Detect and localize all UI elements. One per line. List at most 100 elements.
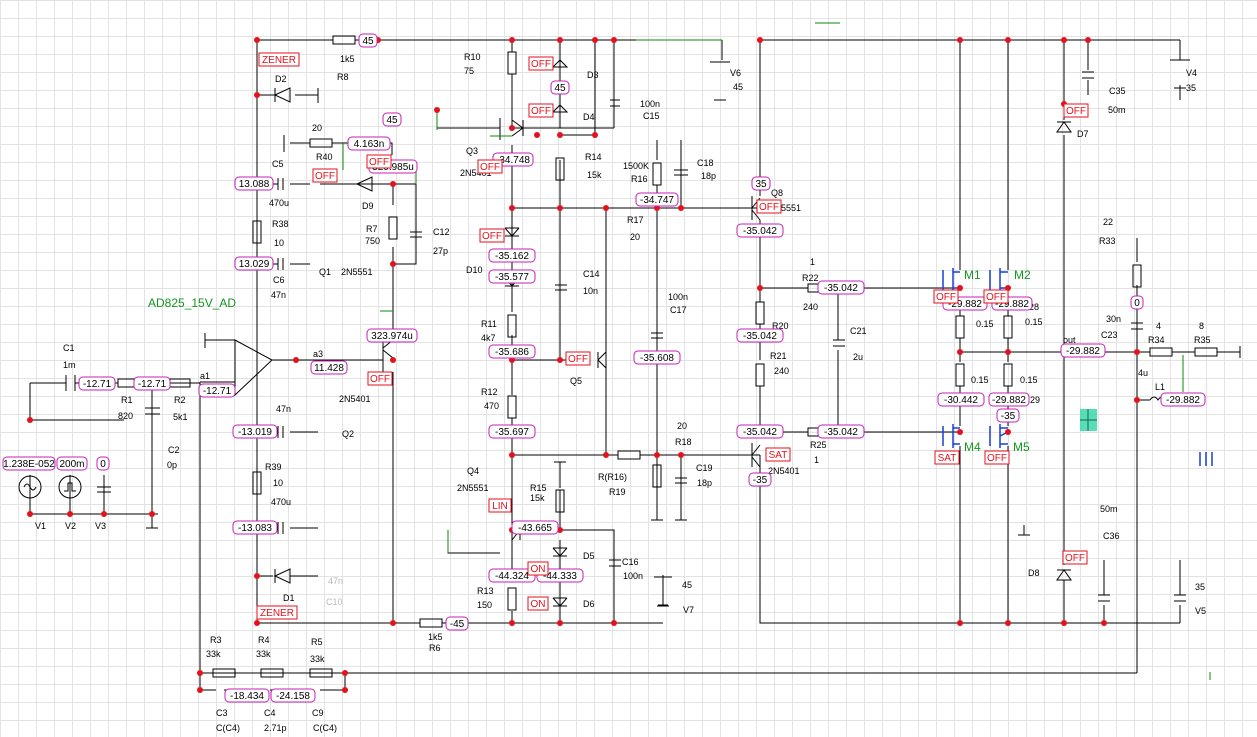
voltage-probe-tag[interactable]: -35.042 — [736, 424, 784, 439]
device-state-tag[interactable]: OFF — [984, 450, 1010, 465]
voltage-probe-tag[interactable]: 323.974u — [366, 328, 418, 343]
voltage-probe-tag[interactable]: -35.697 — [488, 424, 536, 439]
device-state-text: ZENER — [260, 608, 294, 619]
component-label: R35 — [1194, 335, 1211, 345]
voltage-probe-frame — [445, 616, 469, 631]
device-state-tag[interactable]: OFF — [1062, 550, 1088, 565]
voltage-probe-frame — [270, 688, 316, 703]
green-wires — [342, 22, 1211, 680]
device-state-tag[interactable]: ZENER — [258, 52, 300, 67]
voltage-probe-tag[interactable]: -29.882 — [1060, 343, 1106, 358]
voltage-probe-tag[interactable]: -35.042 — [817, 280, 865, 295]
voltage-probe-frame — [488, 424, 536, 439]
device-state-tag[interactable]: SAT — [765, 447, 791, 462]
voltage-probe-frame — [1060, 343, 1106, 358]
voltage-probe-tag[interactable]: -44.324 — [488, 568, 536, 583]
voltage-probe-tag[interactable]: -13.083 — [232, 520, 278, 535]
voltage-probe-tag[interactable]: -29.882 — [988, 392, 1030, 407]
device-state-tag[interactable]: OFF — [366, 154, 392, 169]
voltage-probe-tag[interactable]: 13.088 — [234, 176, 274, 191]
voltage-probe-tag[interactable]: -35 — [748, 472, 772, 487]
device-state-text: OFF — [986, 292, 1006, 303]
voltage-probe-tag[interactable]: -35.686 — [488, 344, 536, 359]
device-state-tag[interactable]: OFF — [1063, 103, 1089, 118]
voltage-probe-tag[interactable]: 13.029 — [234, 256, 274, 271]
voltage-probe-tag[interactable]: -35.042 — [817, 424, 865, 439]
voltage-probe-value: -35.608 — [640, 353, 674, 364]
junction-dot — [557, 205, 563, 211]
component-label: V7 — [683, 605, 694, 615]
device-state-tag[interactable]: OFF — [312, 168, 338, 183]
voltage-probe-frame — [78, 376, 116, 391]
component-label: C16 — [622, 557, 639, 567]
voltage-probe-value: -29.882 — [1066, 346, 1100, 357]
device-state-tag[interactable]: SAT — [934, 450, 960, 465]
component-label: 1500K — [623, 161, 649, 171]
device-state-tag[interactable]: OFF — [479, 228, 505, 243]
device-state-tag[interactable]: OFF — [477, 159, 503, 174]
voltage-probe-tag[interactable]: 200m — [56, 456, 88, 471]
voltage-probe-tag[interactable]: 0 — [96, 456, 110, 471]
component-label: 470u — [271, 497, 291, 507]
device-state-tag[interactable]: LIN — [488, 498, 512, 513]
device-state-tag[interactable]: ZENER — [256, 605, 298, 620]
voltage-probe-tag[interactable]: -35.042 — [736, 223, 784, 238]
device-state-tag[interactable]: ON — [527, 596, 549, 611]
junction-dot — [509, 37, 515, 43]
voltage-probe-tag[interactable]: -24.158 — [270, 688, 316, 703]
voltage-probe-tag[interactable]: 4.163n — [347, 136, 391, 151]
voltage-probe-tag[interactable]: -13.019 — [232, 424, 278, 439]
voltage-probe-tag[interactable]: 35 — [751, 176, 771, 191]
device-state-tag[interactable]: OFF — [367, 371, 393, 386]
voltage-probe-tag[interactable]: 11.428 — [310, 360, 348, 375]
voltage-probe-tag[interactable]: 45 — [382, 112, 402, 127]
voltage-probe-tag[interactable]: 45 — [550, 80, 570, 95]
device-state-frame — [565, 351, 591, 366]
device-state-frame — [756, 199, 782, 214]
component-label: 470 — [484, 401, 499, 411]
voltage-probe-tag[interactable]: -35.162 — [488, 248, 536, 263]
voltage-probe-frame — [234, 256, 274, 271]
voltage-probe-tag[interactable]: 1.238E-052 — [2, 456, 56, 471]
voltage-probe-tag[interactable]: -29.882 — [1160, 392, 1206, 407]
component-label: 10 — [273, 478, 283, 488]
junction-dot — [67, 511, 73, 517]
junction-dot — [27, 511, 33, 517]
voltage-probe-tag[interactable]: -35 — [996, 408, 1020, 423]
component-label: R14 — [585, 152, 602, 162]
device-state-tag[interactable]: OFF — [528, 103, 554, 118]
voltage-probe-tag[interactable]: -18.434 — [224, 688, 270, 703]
component-label: 5551 — [781, 203, 801, 213]
component-label: 33k — [206, 649, 221, 659]
voltage-probe-tag[interactable]: -12.71 — [133, 376, 171, 391]
device-state-tag[interactable]: OFF — [756, 199, 782, 214]
device-state-tag[interactable]: OFF — [983, 289, 1009, 304]
device-state-frame — [366, 154, 392, 169]
voltage-probe-tag[interactable]: -45 — [445, 616, 469, 631]
device-state-tag[interactable]: ON — [527, 561, 549, 576]
component-label: a1 — [200, 371, 210, 381]
voltage-probe-frame — [817, 424, 865, 439]
voltage-probe-tag[interactable]: -43.665 — [511, 520, 559, 535]
voltage-probe-tag[interactable]: -35.608 — [633, 350, 681, 365]
voltage-probe-tag[interactable]: -35.042 — [736, 328, 784, 343]
voltage-probe-tag[interactable]: -12.71 — [78, 376, 116, 391]
component-label: 750 — [365, 236, 380, 246]
device-state-tag[interactable]: OFF — [565, 351, 591, 366]
voltage-probe-tag[interactable]: 0 — [1130, 295, 1144, 310]
voltage-probe-tag[interactable]: -30.442 — [937, 392, 985, 407]
device-state-tag[interactable]: OFF — [528, 56, 554, 71]
voltage-probe-tag[interactable]: 45 — [358, 33, 378, 48]
voltage-probe-value: -12.71 — [138, 379, 167, 390]
part-name-label: AD825_15V_AD — [148, 296, 236, 310]
voltage-probe-tag[interactable]: -34.747 — [635, 192, 679, 207]
voltage-probe-tag[interactable]: -35.577 — [488, 269, 536, 284]
voltage-probe-tag[interactable]: -12.71 — [198, 383, 236, 398]
junction-dot — [1134, 349, 1140, 355]
component-label: D7 — [1077, 129, 1089, 139]
device-state-tag[interactable]: OFF — [933, 289, 959, 304]
device-states[interactable]: ZENER OFF OFF OFF OFF OFF OFF OFF OFF OFF OFF OFF OF… — [256, 52, 1089, 620]
